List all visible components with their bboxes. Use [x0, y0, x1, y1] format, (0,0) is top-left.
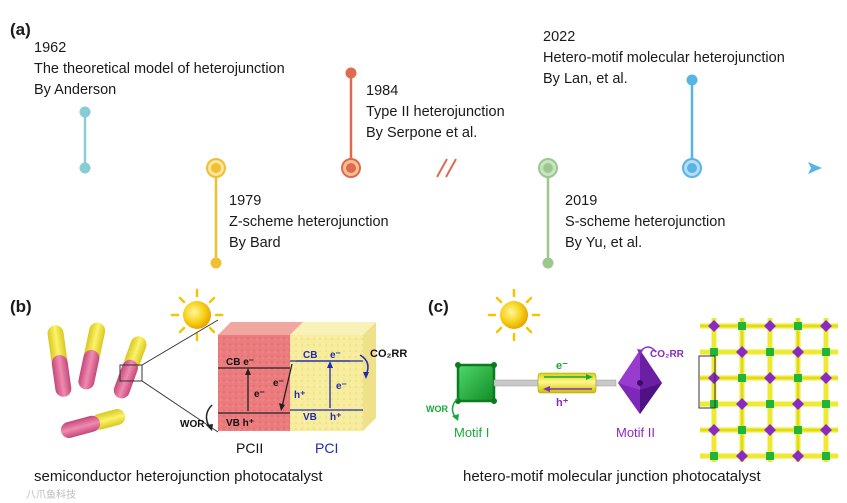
milestone-author: By Anderson: [34, 82, 117, 98]
milestone-2019-text: 2019 S-scheme heterojunction By Yu, et a…: [565, 191, 725, 254]
milestone-year: 2022: [543, 29, 576, 45]
milestone-title: Type II heterojunction: [366, 104, 505, 120]
milestone-title: Z-scheme heterojunction: [229, 214, 389, 230]
motif-2-octahedron: [618, 350, 662, 414]
nanorod-2: [78, 322, 106, 390]
motif-1-label: Motif I: [454, 425, 489, 440]
lattice-highlight-box: [698, 355, 716, 409]
panel-c-caption: hetero-motif molecular junction photocat…: [463, 468, 761, 485]
co2rr-label-b: CO₂RR: [370, 348, 407, 360]
watermark: 八爪鱼科技: [26, 490, 76, 501]
milestone-1984-text: 1984 Type II heterojunction By Serpone e…: [366, 81, 505, 144]
panel-c-graphic: e⁻ h⁺ CO₂RR WOR Motif I Motif II: [426, 288, 838, 462]
pcii-label: PCII: [236, 440, 263, 456]
cb-left-label: CB e⁻: [226, 357, 254, 368]
axis-break-mark: [436, 158, 457, 178]
motif-2-label: Motif II: [616, 425, 655, 440]
e-right-top-label: e⁻: [330, 350, 341, 361]
sun-icon: [487, 288, 541, 342]
panel-a-label: (a): [10, 20, 31, 39]
wor-label-c: WOR: [426, 404, 448, 414]
milestone-1979-marker: [206, 158, 226, 269]
framework-lattice: [698, 318, 838, 462]
panel-b-graphic: CB e⁻ VB h⁺ e⁻ CB e⁻ e⁻ VB h⁺ h⁺ e⁻ CO₂R…: [47, 288, 407, 456]
e-right-mid-label: e⁻: [336, 381, 347, 392]
vb-right-label: VB: [303, 412, 317, 423]
milestone-author: By Serpone et al.: [366, 125, 478, 141]
milestone-year: 1979: [229, 193, 262, 209]
e-left-label: e⁻: [254, 389, 265, 400]
panel-b-caption: semiconductor heterojunction photocataly…: [34, 468, 323, 485]
heterojunction-block: [218, 322, 376, 431]
milestone-2022-marker: [682, 74, 702, 178]
nanorod-3: [113, 336, 147, 399]
co2rr-label-c: CO₂RR: [650, 349, 685, 360]
milestone-1962-text: 1962 The theoretical model of heterojunc…: [34, 38, 285, 101]
milestone-title: Hetero-motif molecular heterojunction: [543, 50, 785, 66]
motif-1-cube: [455, 362, 497, 404]
linker-bar: [493, 379, 541, 387]
milestone-title: S-scheme heterojunction: [565, 214, 726, 230]
h-label-c: h⁺: [556, 397, 569, 409]
e-mid-label: e⁻: [273, 378, 284, 389]
milestone-2022-text: 2022 Hetero-motif molecular heterojuncti…: [543, 27, 785, 90]
pci-label: PCI: [315, 440, 338, 456]
milestone-year: 1962: [34, 40, 67, 56]
e-label-c: e⁻: [556, 360, 568, 372]
milestone-1979-text: 1979 Z-scheme heterojunction By Bard: [229, 191, 389, 254]
milestone-year: 2019: [565, 193, 598, 209]
cb-right-label: CB: [303, 350, 317, 361]
milestone-2019-marker: [538, 158, 558, 269]
h-right-label: h⁺: [330, 412, 341, 423]
panel-b-label: (b): [10, 297, 32, 316]
zoom-box: [119, 364, 143, 382]
milestone-author: By Yu, et al.: [565, 235, 643, 251]
panel-c-label: (c): [428, 297, 449, 316]
sun-icon: [170, 288, 224, 342]
timeline-arrowhead: [808, 162, 822, 174]
milestone-1984-marker: [341, 67, 361, 178]
timeline-graphic: [79, 67, 822, 269]
milestone-title: The theoretical model of heterojunction: [34, 61, 285, 77]
milestone-1962-marker: [79, 106, 91, 174]
milestone-year: 1984: [366, 83, 399, 99]
vb-left-label: VB h⁺: [226, 418, 254, 429]
milestone-author: By Bard: [229, 235, 281, 251]
milestone-author: By Lan, et al.: [543, 71, 628, 87]
nanorod-1: [47, 325, 72, 397]
nanorod-4: [60, 409, 126, 438]
wor-label-b: WOR: [180, 419, 205, 430]
h-mid-label: h⁺: [294, 390, 305, 401]
